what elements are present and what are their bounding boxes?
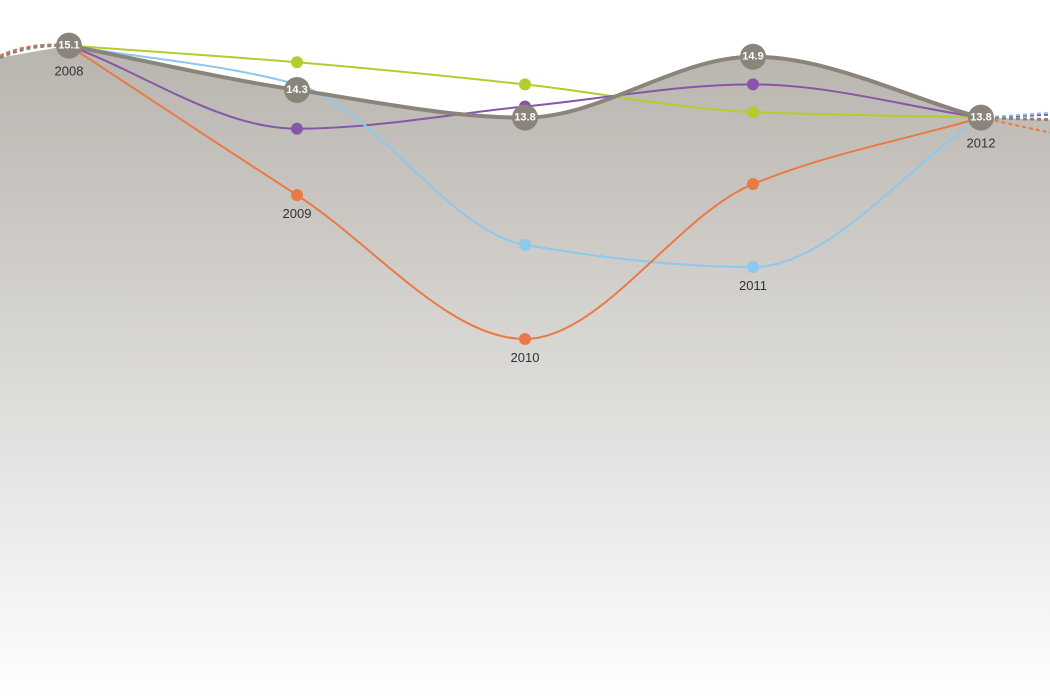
series-0-point-2010 [519, 78, 531, 91]
series-3-point-2011 [747, 178, 759, 191]
year-label-2012: 2012 [967, 136, 996, 151]
year-label-2009: 2009 [283, 206, 312, 221]
value-label-2008: 15.1 [58, 40, 79, 52]
year-label-2008: 2008 [55, 64, 84, 79]
year-label-2011: 2011 [739, 278, 767, 293]
main-point-2012 [968, 104, 994, 131]
series-3-point-2009 [291, 189, 303, 202]
value-label-2012: 13.8 [970, 112, 991, 124]
main-point-2011 [740, 43, 766, 70]
area-layer [0, 45, 1050, 700]
main-point-2008 [56, 32, 82, 59]
series-3-extension-right [980, 116, 1050, 134]
series-2-extension-right [980, 111, 1050, 119]
main-point-2009 [284, 76, 310, 103]
series-2-point-2011 [747, 261, 759, 274]
series-0-point-2009 [291, 56, 303, 69]
year-label-2010: 2010 [511, 350, 540, 365]
series-0-point-2011 [747, 106, 759, 119]
series-3-point-2010 [519, 333, 531, 345]
value-label-2009: 14.3 [286, 84, 307, 96]
series-1-point-2011 [747, 78, 759, 91]
series-1-extension-right [980, 113, 1050, 119]
labels-layer: 15.1 14.3 13.8 14.9 13.8 2008 2009 2010 2011 2012 [55, 40, 996, 365]
value-label-2010: 13.8 [514, 112, 535, 124]
area-fill [0, 45, 1050, 700]
main-point-2010 [512, 104, 538, 131]
markers-layer [56, 32, 994, 345]
series-1-point-2009 [291, 122, 303, 135]
value-label-2011: 14.9 [742, 51, 763, 63]
series-2-point-2010 [519, 238, 531, 251]
main-series-extension-right [980, 116, 1050, 122]
